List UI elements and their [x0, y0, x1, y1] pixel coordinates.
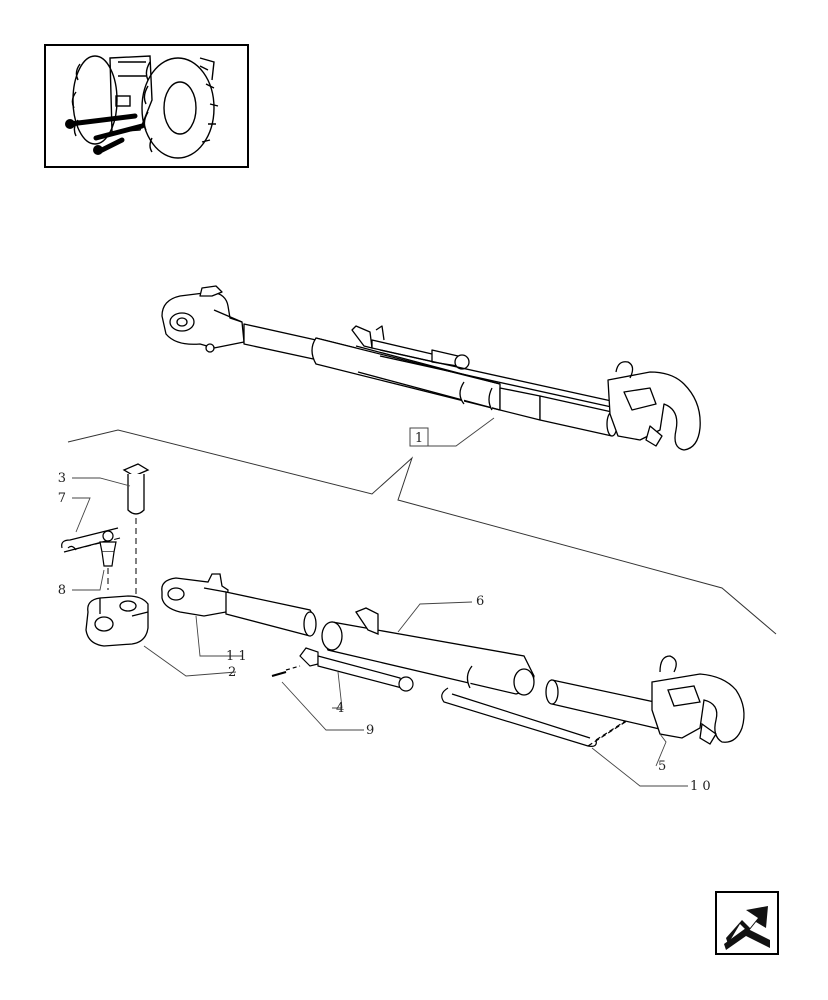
- hook-end-5: [545, 655, 745, 745]
- barrel-6: [321, 607, 535, 696]
- callout-4-label[interactable]: 4: [336, 701, 344, 716]
- callout-5-label[interactable]: 5: [658, 759, 666, 774]
- lever-4: [271, 647, 414, 692]
- pin-3: [122, 463, 150, 515]
- callout-9-label[interactable]: 9: [366, 723, 374, 738]
- callout-6-label[interactable]: 6: [476, 594, 484, 609]
- ball-end-11: [161, 573, 317, 637]
- tractor-thumbnail[interactable]: [44, 44, 249, 168]
- callout-2-label[interactable]: 2: [228, 665, 236, 680]
- callout-10-label[interactable]: 1 0: [690, 779, 711, 794]
- callout-leaders: [72, 477, 688, 787]
- callout-8-label[interactable]: 8: [58, 583, 66, 598]
- callout-3-label[interactable]: 3: [58, 471, 66, 486]
- next-page-arrow-icon[interactable]: [715, 891, 779, 955]
- callout-1[interactable]: 1: [409, 417, 495, 447]
- top-link-assembled: [161, 285, 701, 451]
- callout-7-label[interactable]: 7: [58, 491, 66, 506]
- callout-11-label[interactable]: 1 1: [226, 649, 247, 664]
- grease-nipple-8: [99, 530, 117, 567]
- callout-1-label: 1: [415, 431, 423, 446]
- group-boundary-lines: [67, 429, 777, 635]
- assembly-axis-lines: [71, 518, 137, 612]
- yoke-2: [85, 595, 149, 647]
